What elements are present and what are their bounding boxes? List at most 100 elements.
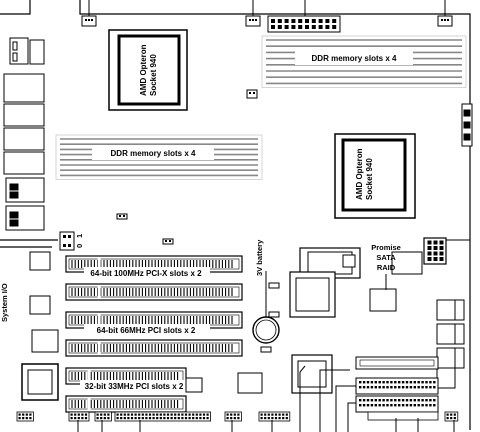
ide-pin xyxy=(362,404,366,407)
bottom-header-pin xyxy=(141,417,144,420)
ide-pin xyxy=(374,381,377,384)
sata-pin xyxy=(439,246,444,250)
ide-pin xyxy=(370,381,374,384)
bottom-header-pin xyxy=(233,413,236,416)
ide-pin xyxy=(409,386,413,389)
bottom-header-pin xyxy=(446,413,449,416)
bottom-header-pin xyxy=(260,417,263,420)
left-chips xyxy=(21,251,59,401)
ide-pin xyxy=(382,404,385,407)
pci66-slots-label: 64-bit 66MHz PCI slots x 2 xyxy=(97,326,196,335)
ide-pin xyxy=(433,404,436,407)
southbridge-chip xyxy=(291,354,333,394)
bottom-header-pin xyxy=(159,413,162,416)
ide-pin xyxy=(370,386,374,389)
bottom-header-pin xyxy=(267,417,270,420)
bottom-header xyxy=(258,411,291,422)
bottom-header-pin xyxy=(22,417,25,420)
bottom-header-pin xyxy=(123,417,126,420)
bottom-header-pin xyxy=(184,413,188,416)
ide-pin xyxy=(398,386,401,389)
bottom-header-pin xyxy=(163,413,166,416)
atx-pin xyxy=(284,25,289,29)
bottom-header-pin xyxy=(18,413,21,416)
top-fan-header-1 xyxy=(81,0,97,27)
bottom-header-pin xyxy=(70,413,73,416)
ddr-memory-slots-1-label: DDR memory slots x 4 xyxy=(312,54,397,63)
ddr-slot-frame xyxy=(261,35,467,88)
bottom-header-pin xyxy=(120,417,123,420)
ide-pin xyxy=(390,381,393,384)
sata-pin xyxy=(427,251,432,256)
bottom-header-pin xyxy=(84,417,88,420)
bottom-header-pin xyxy=(134,413,137,416)
ide-pin xyxy=(394,381,397,384)
ide-pin xyxy=(382,386,385,389)
bottom-header-pin xyxy=(107,417,110,420)
bottom-header-pin xyxy=(453,413,456,416)
sata-pin xyxy=(427,246,432,250)
bottom-header xyxy=(367,411,439,421)
ide-pin xyxy=(429,399,432,402)
ide-pin xyxy=(417,399,420,402)
pci-slot-key xyxy=(97,342,101,354)
rear-io-ports xyxy=(3,37,45,231)
bottom-header-pin xyxy=(237,417,240,420)
bottom-header-pin xyxy=(166,417,170,420)
leader-lines xyxy=(77,239,471,432)
bottom-header-pin xyxy=(152,417,155,420)
ide-pin xyxy=(362,381,366,384)
sata-pin xyxy=(427,257,432,261)
sata-pin xyxy=(427,240,432,245)
ide-pin xyxy=(359,404,362,407)
bottom-header-pin xyxy=(156,417,159,420)
bottom-header-pin xyxy=(188,417,191,420)
ide-pin xyxy=(429,381,432,384)
bottom-header-pin xyxy=(192,417,195,420)
bottom-header-pin xyxy=(181,413,184,416)
bottom-header-pin xyxy=(127,417,130,420)
ddr-memory-slots-2-label: DDR memory slots x 4 xyxy=(111,149,196,158)
top-fan-header-2 xyxy=(245,0,261,27)
bottom-header-pin xyxy=(84,413,88,416)
ide-pin xyxy=(425,386,428,389)
bottom-header-pin xyxy=(100,413,103,416)
ide-pin xyxy=(421,381,424,384)
ide-connectors xyxy=(355,356,439,413)
bottom-header-pin xyxy=(230,413,233,416)
ide-pin xyxy=(374,404,377,407)
bottom-header-pin xyxy=(230,417,233,420)
cpu-socket-2-label-line2: Socket 940 xyxy=(365,158,374,200)
cpu-socket-2-label-line1: AMD Opteron xyxy=(355,148,364,200)
pci-slot-inner xyxy=(68,286,240,298)
ide-pin xyxy=(433,381,436,384)
sata-pin xyxy=(433,240,438,245)
bottom-header-pin xyxy=(29,417,32,420)
ide-pin xyxy=(409,404,413,407)
bottom-header-pin xyxy=(166,413,170,416)
ide-pin xyxy=(366,381,370,384)
bottom-header-pin xyxy=(141,413,144,416)
ide-pin xyxy=(398,404,401,407)
ide-pin xyxy=(394,386,397,389)
small-headers xyxy=(116,89,280,353)
bottom-header-pin xyxy=(145,417,148,420)
sata-raid-label-line2: SATA xyxy=(376,253,396,262)
bottom-header-pin xyxy=(138,417,141,420)
bottom-header-pin xyxy=(116,413,119,416)
atx-pin xyxy=(332,19,337,23)
bottom-header-pin xyxy=(195,417,198,420)
ide-pin xyxy=(382,381,385,384)
ddr-memory-slots-1: DDR memory slots x 4 xyxy=(261,35,467,88)
sata-pin xyxy=(439,240,444,245)
bottom-header-pin xyxy=(188,413,191,416)
bottom-header-pin xyxy=(159,417,162,420)
ide-pin xyxy=(386,386,389,389)
bottom-header-pin xyxy=(285,413,288,416)
pci-slot-inner xyxy=(68,398,184,410)
sata-raid-label-group: Promise SATA RAID xyxy=(371,243,401,290)
ide-pin xyxy=(390,386,393,389)
ide-pin xyxy=(401,386,405,389)
ide-pin xyxy=(362,386,366,389)
ide-pin xyxy=(425,399,428,402)
